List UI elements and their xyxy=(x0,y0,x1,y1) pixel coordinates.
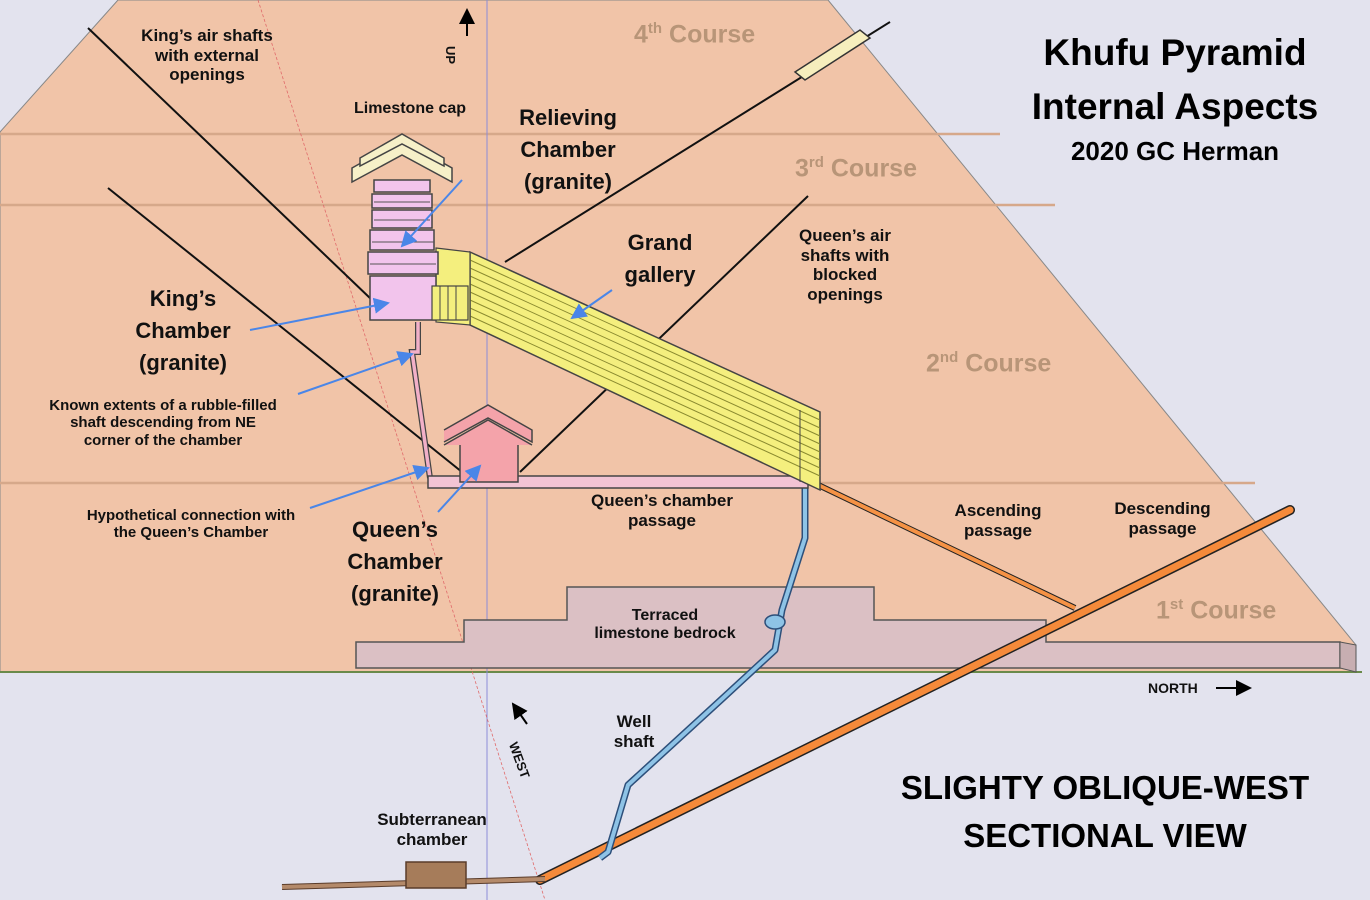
descending-passage-label: Descending passage xyxy=(1114,499,1211,538)
well-shaft xyxy=(598,488,807,860)
terraced-bedrock-label: Terraced limestone bedrock xyxy=(594,607,736,643)
pointer-arrows xyxy=(249,179,613,513)
course-2-label: 2nd Course xyxy=(926,349,1052,378)
descending-passage xyxy=(536,506,1294,884)
kings-air-shafts-label: King’s air shafts with external openings xyxy=(141,26,273,85)
rubble-shaft xyxy=(409,322,432,479)
north-label: NORTH xyxy=(1148,680,1198,696)
ascending-passage-label: Ascending passage xyxy=(954,501,1042,540)
grand-gallery-label: Grand gallery xyxy=(624,230,696,287)
kings-chamber-label: King’s Chamber (granite) xyxy=(135,286,231,375)
underground-area xyxy=(0,672,1370,900)
relieving-chamber-label: Relieving Chamber (granite) xyxy=(519,105,617,194)
well-shaft-grotto xyxy=(764,614,786,630)
west-axis-line xyxy=(257,0,546,900)
course-1-label: 1st Course xyxy=(1156,596,1277,625)
credit: 2020 GC Herman xyxy=(1070,136,1280,166)
direction-arrows xyxy=(459,8,1252,725)
limestone-cap xyxy=(351,133,453,184)
grand-gallery xyxy=(435,247,821,492)
queens-chamber-label: Queen’s Chamber (granite) xyxy=(347,517,443,606)
hypothetical-connection-label: Hypothetical connection with the Queen’s… xyxy=(86,507,296,542)
rubble-shaft-label: Known extents of a rubble-filled shaft d… xyxy=(49,397,277,449)
up-label: UP xyxy=(443,46,458,65)
ascending-passage xyxy=(811,480,1076,610)
course-3-label: 3rd Course xyxy=(795,154,917,183)
queens-chamber-passage-label: Queen’s chamber passage xyxy=(590,491,734,530)
main-title: Khufu Pyramid Internal Aspects xyxy=(1031,32,1319,127)
subterranean-chamber xyxy=(405,861,467,889)
well-shaft-label: Well shaft xyxy=(613,712,655,751)
kings-shaft-opening xyxy=(793,29,872,81)
course-4-label: 4th Course xyxy=(634,20,756,49)
limestone-cap-label: Limestone cap xyxy=(353,100,467,117)
queens-air-shafts-label: Queen’s air shafts with blocked openings xyxy=(799,226,891,304)
subterranean-chamber-label: Subterranean chamber xyxy=(377,810,487,849)
view-title: SLIGHTY OBLIQUE-WEST SECTIONAL VIEW xyxy=(900,769,1310,854)
